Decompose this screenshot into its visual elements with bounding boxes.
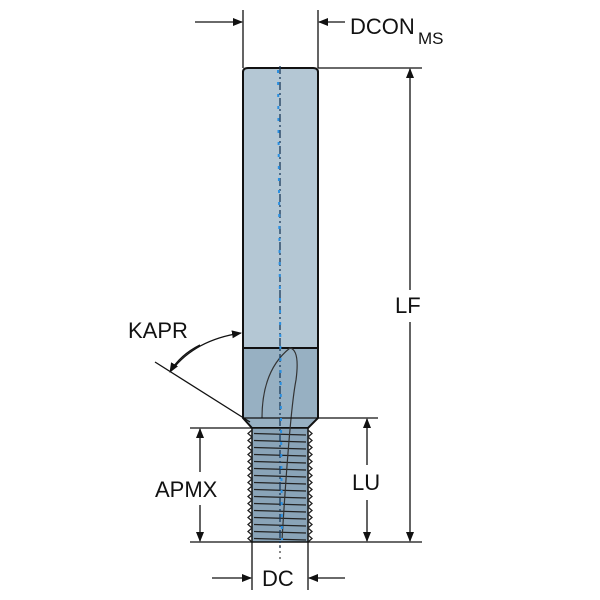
kapr-label: KAPR [128,318,188,343]
thread-tooth [247,443,313,452]
thread-tooth [247,485,313,494]
dcon-label: DCON [350,14,415,39]
tool-body [242,66,319,560]
thread-tooth [247,506,313,515]
dimension-lines [154,10,422,590]
lf-label: LF [395,293,421,318]
apmx-label: APMX [155,477,218,502]
dcon-subscript: MS [418,29,444,48]
flute [261,347,298,541]
thread-tooth [247,471,313,480]
dc-label: DC [262,566,294,591]
thread-tooth [247,492,313,501]
thread-tooth [247,534,313,543]
thread-teeth [247,429,313,543]
shank-upper [242,67,319,349]
lu-label: LU [352,470,380,495]
